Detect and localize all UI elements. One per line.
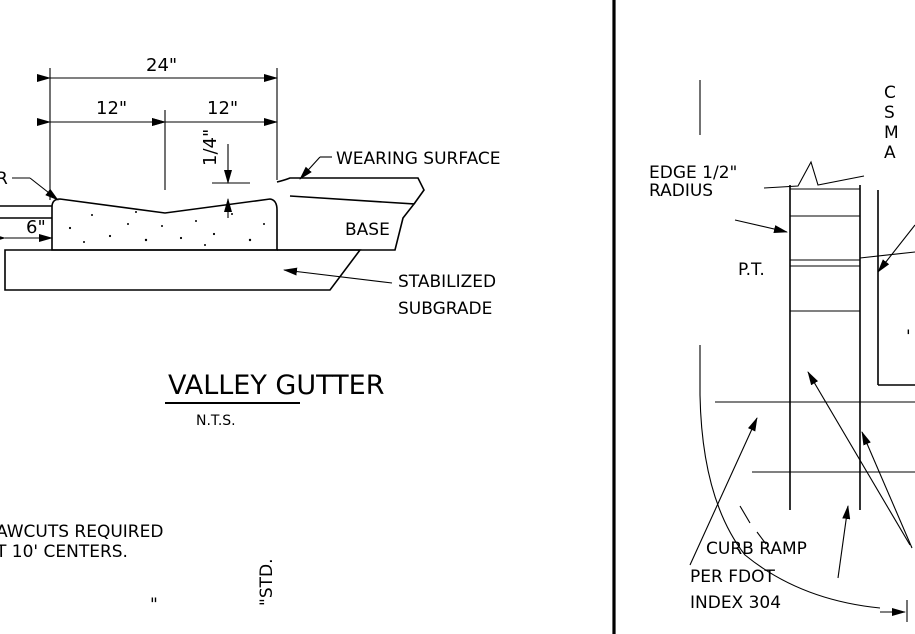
dim-6-label: 6" — [26, 217, 46, 238]
detail-title: VALLEY GUTTER — [168, 370, 384, 401]
leader-wearing-arrow — [299, 156, 321, 180]
label-stabilized-line1: STABILIZED — [398, 272, 496, 292]
dim-12-left-label: 12" — [96, 98, 127, 119]
cut-letter-3: M — [884, 123, 899, 143]
label-pt: P.T. — [738, 260, 765, 280]
cut-letter-1: C — [884, 83, 896, 103]
wearing-surface-line — [276, 177, 425, 205]
break-line — [763, 160, 865, 189]
label-edge-line2: RADIUS — [649, 181, 713, 201]
curb-ramp-plan: EDGE 1/2" RADIUS P.T. CURB RAMP PER FDOT… — [649, 80, 915, 622]
label-edge-line1: EDGE 1/2" — [649, 163, 737, 183]
label-curb-line2: PER FDOT — [690, 567, 775, 587]
dim-24-label: 24" — [146, 55, 177, 76]
partial-quote-text: " — [150, 595, 158, 615]
left-label-fragment: R — [0, 169, 8, 189]
note-line2: T 10' CENTERS. — [0, 542, 128, 562]
label-curb-line1: CURB RAMP — [706, 539, 807, 559]
concrete-stipple — [68, 211, 265, 246]
leader-right-1 — [807, 371, 911, 546]
dashed-curve — [739, 505, 767, 545]
leader-left-arrow — [29, 177, 59, 201]
label-wearing-surface: WEARING SURFACE — [336, 149, 501, 169]
cut-letter-2: S — [884, 103, 895, 123]
label-curb-line3: INDEX 304 — [690, 593, 781, 613]
valley-gutter-detail: 24" 12" 12" 1/4" 6" — [0, 55, 501, 615]
label-stabilized-line2: SUBGRADE — [398, 299, 492, 319]
gutter-concrete — [51, 198, 278, 251]
leader-curb-1 — [689, 417, 758, 566]
leader-right-2 — [861, 431, 913, 549]
detail-scale: N.T.S. — [196, 413, 236, 429]
leader-subgrade-arrow — [283, 267, 393, 284]
leader-edge-radius — [734, 219, 788, 233]
stabilized-subgrade — [4, 249, 362, 291]
wall-leader — [859, 251, 915, 259]
radius-arc — [699, 394, 881, 609]
dim-12-right-label: 12" — [207, 98, 238, 119]
leader-top-right — [877, 224, 915, 273]
dim-depth-label: 1/4" — [200, 129, 221, 166]
leader-curb-2 — [837, 505, 851, 579]
cut-letter-4: A — [884, 143, 896, 163]
partial-std-text: "STD. — [257, 559, 277, 607]
partial-tick-text: ' — [906, 327, 911, 347]
label-base: BASE — [345, 220, 390, 240]
note-line1: AWCUTS REQUIRED — [0, 522, 163, 542]
